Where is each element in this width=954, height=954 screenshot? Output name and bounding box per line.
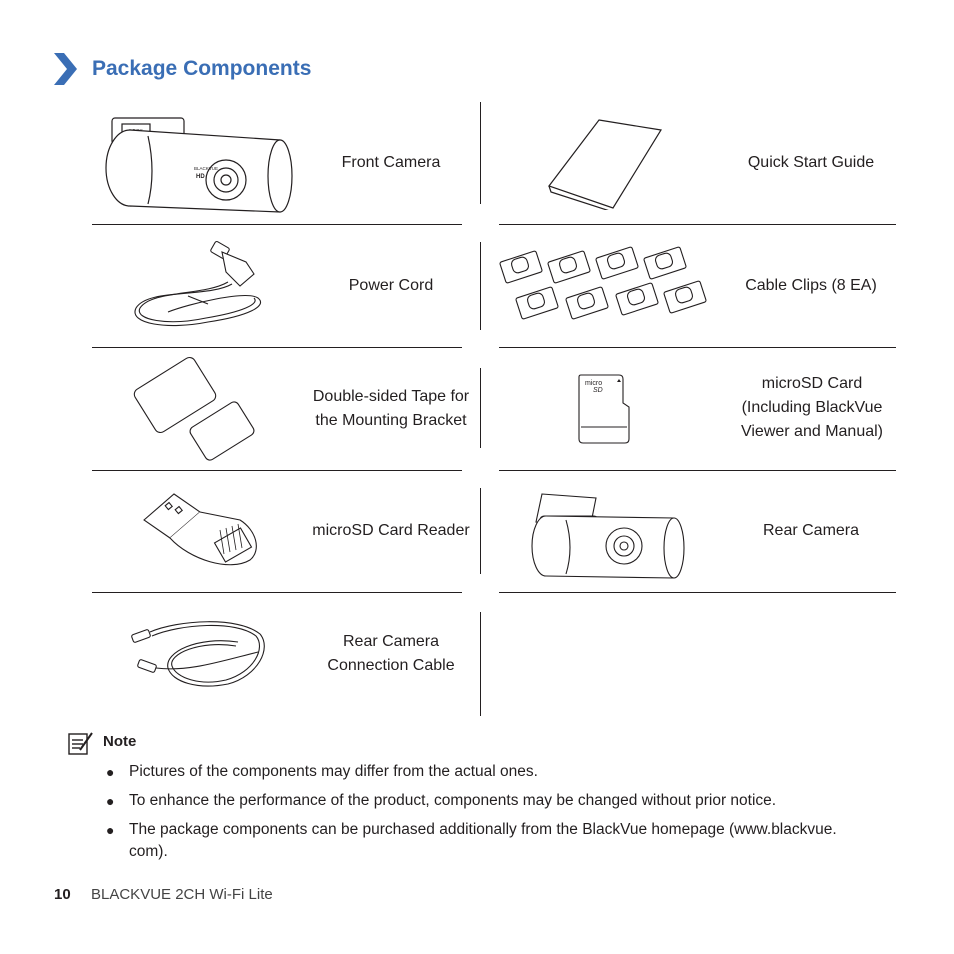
row-divider <box>499 470 896 471</box>
component-label-microsd-card: microSD Card (Including BlackVue Viewer … <box>740 375 883 440</box>
component-label-rear-camera-connection-cable: Rear Camera Connection Cable <box>327 633 455 674</box>
quick-start-guide-image <box>545 116 663 210</box>
component-label-power-cord: Power Cord <box>348 277 434 294</box>
column-divider <box>480 368 481 448</box>
page-number: 10 <box>54 886 71 903</box>
row-divider <box>499 592 896 593</box>
row-divider <box>499 347 896 348</box>
row-divider <box>92 592 462 593</box>
microsd-card-reader-image <box>140 490 260 570</box>
component-label-double-sided-tape: Double-sided Tape for the Mounting Brack… <box>312 388 470 429</box>
component-label-cable-clips: Cable Clips (8 EA) <box>745 277 877 294</box>
note-icon <box>68 732 93 755</box>
power-cord-image <box>128 238 270 334</box>
rear-camera-connection-cable-image <box>128 612 270 692</box>
page-title: Package Components <box>92 57 312 80</box>
row-divider <box>92 224 462 225</box>
note-item: The package components can be purchased … <box>129 821 837 838</box>
note-bullet: ● <box>106 764 115 780</box>
row-divider <box>499 224 896 225</box>
column-divider <box>480 612 481 716</box>
note-title: Note <box>103 733 137 750</box>
hd-label: HD <box>196 174 205 180</box>
brand-label: BLACKVUE <box>194 166 218 171</box>
component-label-microsd-card-reader: microSD Card Reader <box>312 522 470 539</box>
rear-camera-image <box>524 488 690 586</box>
row-divider <box>92 470 462 471</box>
note-item: Pictures of the components may differ fr… <box>129 763 538 780</box>
column-divider <box>480 242 481 330</box>
front-camera-image: LOCK BLACKVUE HD <box>100 110 300 220</box>
component-label-rear-camera: Rear Camera <box>762 522 860 539</box>
column-divider <box>480 102 481 204</box>
note-item: To enhance the performance of the produc… <box>129 792 777 809</box>
chevron-right-icon <box>54 53 77 85</box>
column-divider <box>480 488 481 574</box>
note-item-continuation: com). <box>129 843 168 860</box>
microsd-card-image: micro SD <box>577 373 635 445</box>
note-bullet: ● <box>106 822 115 838</box>
microsd-logo-sd: SD <box>593 387 603 394</box>
footer-product-name: BLACKVUE 2CH Wi-Fi Lite <box>91 886 273 903</box>
component-label-quick-start-guide: Quick Start Guide <box>747 154 875 171</box>
note-bullet: ● <box>106 793 115 809</box>
cable-clips-image <box>498 246 710 324</box>
microsd-logo-micro: micro <box>585 380 602 387</box>
double-sided-tape-image <box>130 352 270 464</box>
component-label-front-camera: Front Camera <box>341 154 441 171</box>
row-divider <box>92 347 462 348</box>
